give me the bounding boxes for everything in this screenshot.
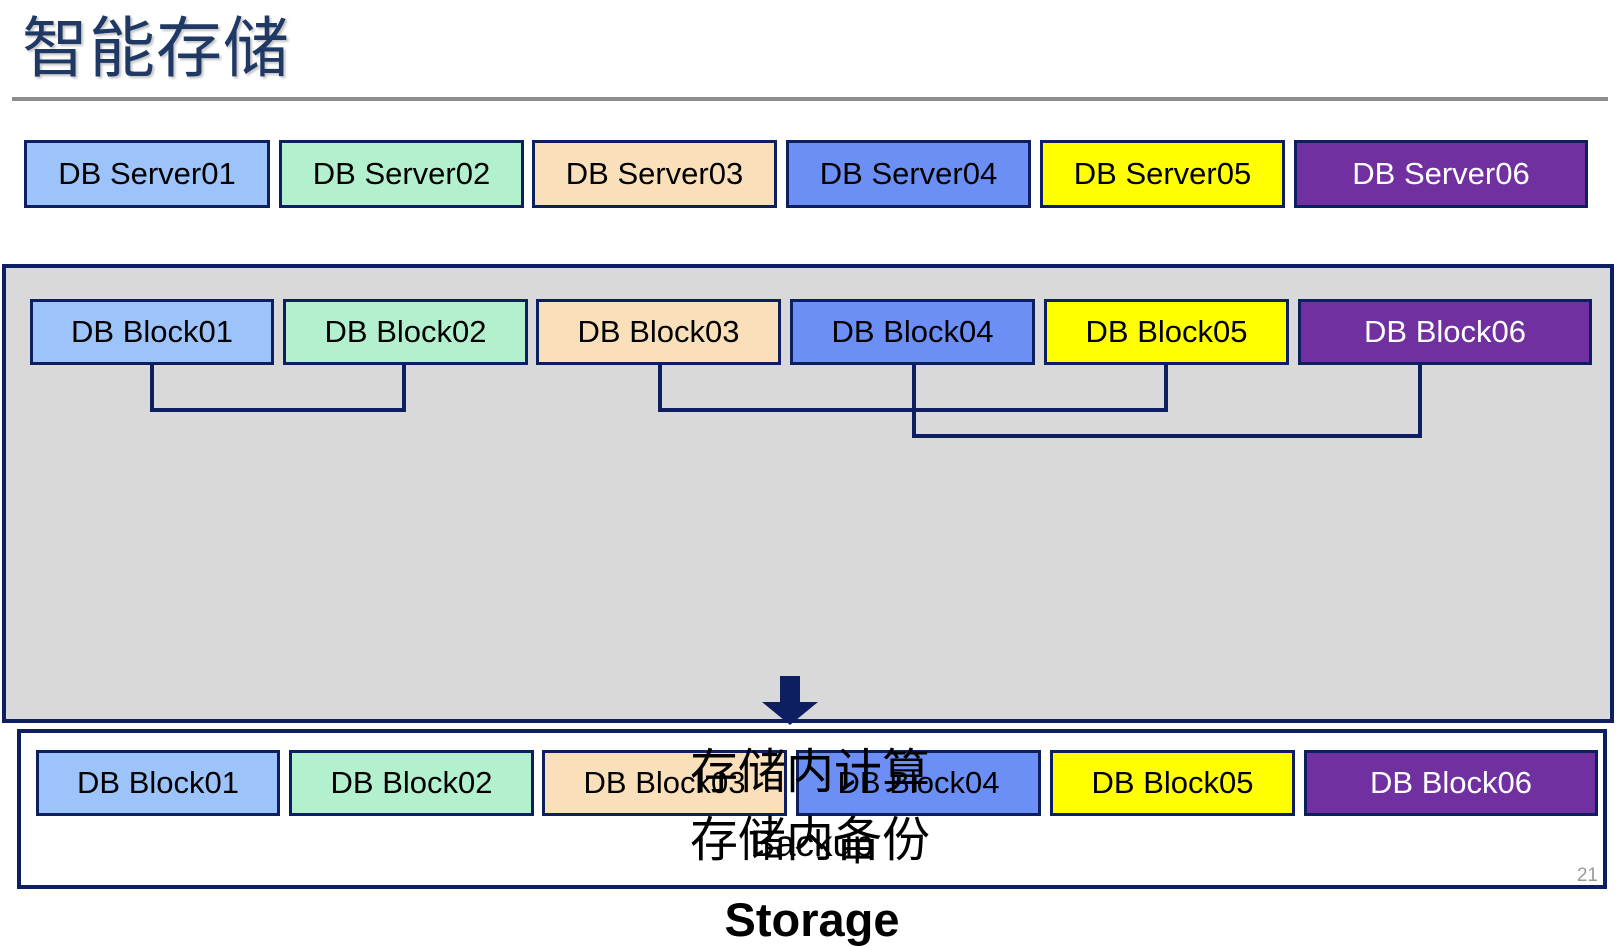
db-server-box-label: DB Server01	[58, 156, 236, 191]
db-block-box-label: DB Block03	[577, 314, 740, 349]
backup-box: Backup DB Block01 DB Block02 DB Block03 DB …	[17, 729, 1607, 889]
db-backup-block-box-label: DB Block01	[77, 765, 239, 800]
db-backup-block-box-5[interactable]: DB Block05	[1050, 750, 1295, 816]
db-block-box-4[interactable]: DB Block04	[790, 299, 1035, 365]
db-backup-block-box-4[interactable]: DB Block04	[796, 750, 1041, 816]
db-block-box-5[interactable]: DB Block05	[1044, 299, 1289, 365]
connector-block04-to-block06	[912, 365, 1422, 438]
db-block-box-6[interactable]: DB Block06	[1298, 299, 1592, 365]
db-server-row: DB Server01 DB Server02 DB Server03 DB Serv…	[24, 140, 1588, 208]
footer-text-line-2: 存储内备份	[689, 814, 930, 867]
db-server-box-label: DB Server04	[819, 156, 998, 191]
db-server-box-4[interactable]: DB Server04	[786, 140, 1031, 208]
db-backup-block-box-2[interactable]: DB Block02	[289, 750, 534, 816]
storage-label: Storage	[724, 893, 900, 946]
db-backup-block-box-label: DB Block03	[583, 765, 746, 800]
connector-block01-to-block02	[150, 365, 406, 412]
db-server-box-label: DB Server03	[565, 156, 744, 191]
db-backup-block-box-6[interactable]: DB Block06	[1304, 750, 1598, 816]
db-backup-block-box-label: DB Block02	[330, 765, 493, 800]
db-server-box-6[interactable]: DB Server06	[1294, 140, 1588, 208]
db-server-box-1[interactable]: DB Server01	[24, 140, 270, 208]
db-server-box-label: DB Server06	[1352, 156, 1530, 191]
db-backup-block-box-1[interactable]: DB Block01	[36, 750, 280, 816]
db-backup-block-box-3[interactable]: DB Block03	[542, 750, 787, 816]
backup-label: Backup	[750, 823, 874, 864]
db-block-box-label: DB Block05	[1085, 314, 1248, 349]
db-backup-block-box-label: DB Block04	[837, 765, 1000, 800]
db-server-box-5[interactable]: DB Server05	[1040, 140, 1285, 208]
down-arrow-icon	[762, 676, 818, 725]
db-backup-block-box-label: DB Block05	[1091, 765, 1254, 800]
db-block-box-label: DB Block06	[1364, 314, 1526, 349]
db-block-box-2[interactable]: DB Block02	[283, 299, 528, 365]
page-number: 21	[1576, 865, 1598, 886]
footer-text-line-1: 存储内计算	[689, 746, 930, 799]
db-block-box-label: DB Block02	[324, 314, 487, 349]
storage-container: Backup DB Block01 DB Block02 DB Block03 DB …	[2, 264, 1614, 946]
page-title: 智能存储	[22, 11, 290, 85]
db-block-box-label: DB Block04	[831, 314, 994, 349]
db-server-box-2[interactable]: DB Server02	[279, 140, 524, 208]
db-block-box-label: DB Block01	[71, 314, 233, 349]
db-block-box-1[interactable]: DB Block01	[30, 299, 274, 365]
db-server-box-label: DB Server05	[1073, 156, 1252, 191]
db-backup-block-box-label: DB Block06	[1370, 765, 1532, 800]
db-server-box-label: DB Server02	[312, 156, 491, 191]
db-block-box-3[interactable]: DB Block03	[536, 299, 781, 365]
title-divider	[12, 97, 1608, 101]
db-server-box-3[interactable]: DB Server03	[532, 140, 777, 208]
